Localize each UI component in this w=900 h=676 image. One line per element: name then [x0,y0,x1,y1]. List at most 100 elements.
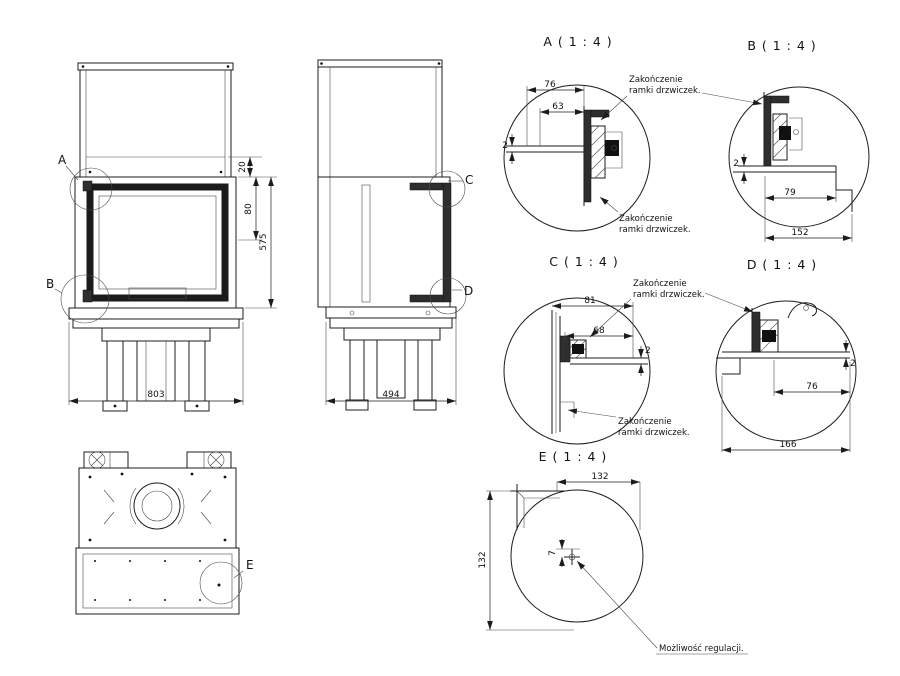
side-view: 494 C D [317,59,473,411]
dim-front-width: 803 [68,322,244,405]
detail-d-frame [751,311,761,353]
detail-d-boundary [715,300,857,442]
front-hinge-bottom [82,289,93,303]
dim-front-frame: 80 [238,177,262,241]
detail-e-boundary [510,489,644,623]
annotation-frame-end-c: Zakończenie ramki drzwiczek. [567,408,690,438]
front-door-frame [86,183,229,302]
detail-d-handle [787,302,817,319]
dim-front-width-value: 803 [147,390,164,400]
detail-b-title: B ( 1 : 4 ) [747,38,816,53]
dim-a-2: 2 [502,134,515,164]
annotation-frame-end-c-line1: Zakończenie [618,417,672,427]
dim-d-2: 2 [843,340,856,370]
annotation-frame-end-c-line2: ramki drzwiczek. [618,428,690,438]
dim-b-2-value: 2 [733,159,739,169]
dim-front-height: 575 [238,176,277,309]
dim-a-76-value: 76 [544,80,556,90]
dim-c-81-value: 81 [584,296,595,306]
side-door-edge [442,182,452,303]
annotation-adjustment-text: Możliwość regulacji. [659,643,744,654]
callout-d: D [429,277,473,315]
dim-d-76: 76 [773,360,851,452]
dim-c-81: 81 [552,296,634,358]
dim-e-7-value: 7 [548,550,558,556]
dim-c-68: 68 [564,326,633,340]
dim-c-68-value: 68 [593,326,605,336]
dim-b-79: 79 [764,176,837,242]
annotation-frame-end-a-line2: ramki drzwiczek. [619,225,691,235]
callout-e: E [199,558,254,605]
dim-front-gap: 20 [228,156,262,177]
dim-front-height-value: 575 [259,233,269,250]
detail-c-boundary [503,297,651,445]
dim-b-152-value: 152 [791,228,808,238]
detail-a: A ( 1 : 4 ) 76 63 [502,34,651,232]
dim-c-2: 2 [638,346,651,376]
annotation-adjustment: Możliwość regulacji. [576,560,748,655]
dim-e-left: 132 [478,490,574,631]
annotation-frame-end-a: Zakończenie ramki drzwiczek. [599,196,691,235]
annotation-frame-end-a-line1: Zakończenie [619,214,673,224]
detail-d: D ( 1 : 4 ) 2 76 166 [715,257,857,453]
detail-d-title: D ( 1 : 4 ) [747,257,817,272]
detail-a-title: A ( 1 : 4 ) [543,34,612,49]
dim-b-2: 2 [733,154,747,184]
side-firebox [317,176,451,308]
dim-d-166-value: 166 [779,440,796,450]
callout-b-circle [60,274,110,324]
dim-a-2-value: 2 [502,141,508,151]
callout-c-label: C [465,173,473,187]
detail-a-frame [583,109,592,203]
callout-a-label: A [58,153,67,167]
bottom-view: E [75,451,254,615]
detail-e-title: E ( 1 : 4 ) [539,449,608,464]
annotation-frame-end-top-line1: Zakończenie [629,75,683,85]
dim-side-depth: 494 [325,318,457,405]
front-view: 803 575 80 20 A B [46,62,277,412]
detail-b-frame [763,95,772,167]
dim-front-frame-value: 80 [244,203,254,215]
detail-a-boundary [503,84,651,232]
annotation-frame-end-top-line2: ramki drzwiczek. [629,86,701,96]
callout-e-circle [199,561,243,605]
callout-b: B [46,274,110,324]
top-plate [78,467,237,549]
dim-d-2-value: 2 [850,359,856,369]
callout-b-label: B [46,277,54,291]
callout-a-circle [69,167,113,211]
flue-opening [133,482,181,530]
dim-a-63: 63 [539,102,584,146]
detail-b-boundary [728,86,870,228]
dim-e-top: 132 [556,472,641,530]
callout-c: C [428,170,473,208]
annotation-frame-end-mid-line1: Zakończenie [633,279,687,289]
detail-c-title: C ( 1 : 4 ) [549,254,618,269]
dim-d-166: 166 [721,376,850,453]
dim-b-152: 152 [765,214,853,242]
dim-a-76: 76 [526,80,585,146]
dim-e-7: 7 [548,539,565,567]
callout-c-circle [428,170,466,208]
dim-front-gap-value: 20 [238,161,248,173]
detail-c: C ( 1 : 4 ) 81 68 2 [503,254,651,445]
front-hinge-top [82,180,93,192]
detail-b: B ( 1 : 4 ) 2 79 1 [728,38,870,242]
front-door-glass [98,195,217,290]
dim-c-2-value: 2 [645,346,651,356]
callout-d-circle [429,277,467,315]
annotation-frame-end-top: Zakończenie ramki drzwiczek. [600,75,763,121]
dim-side-depth-value: 494 [382,390,399,400]
callout-a: A [58,153,113,211]
callout-e-label: E [246,558,254,572]
annotation-frame-end-mid-line2: ramki drzwiczek. [633,290,705,300]
detail-e: E ( 1 : 4 ) 132 132 [478,449,644,631]
position-mark-right [207,451,225,469]
detail-e-adjuster [564,549,580,565]
dim-d-76-value: 76 [806,382,818,392]
front-chimney-cap [77,62,234,71]
dim-e-top-value: 132 [591,472,608,482]
side-chimney-cap [317,59,443,68]
